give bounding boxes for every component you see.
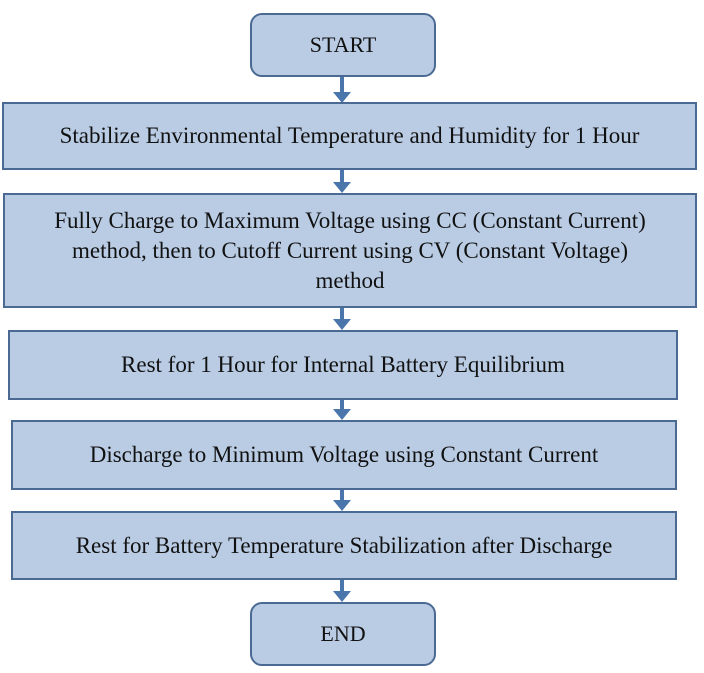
step-4-label: Discharge to Minimum Voltage using Const… [89,442,599,467]
end-label: END [320,621,366,646]
step-2-label: Fully Charge to Maximum Voltage using CC… [54,207,646,293]
arrow-down-icon [333,77,351,103]
arrow-down-icon [333,170,351,193]
step-3-label: Rest for 1 Hour for Internal Battery Equ… [121,352,565,377]
step-5-label: Rest for Battery Temperature Stabilizati… [75,532,613,558]
arrow-down-icon [333,308,351,330]
start-label: START [309,32,377,57]
step-rest-equilibrium: Rest for 1 Hour for Internal Battery Equ… [8,330,678,400]
start-node: START [250,13,436,77]
arrow-down-icon [333,400,351,420]
end-node: END [250,602,436,666]
step-full-charge: Fully Charge to Maximum Voltage using CC… [3,193,697,308]
arrow-down-icon [333,490,351,511]
step-1-label: Stabilize Environmental Temperature and … [59,123,640,148]
step-rest-temperature: Rest for Battery Temperature Stabilizati… [11,511,677,580]
step-discharge: Discharge to Minimum Voltage using Const… [11,420,677,490]
arrow-down-icon [333,580,351,602]
step-stabilize-environment: Stabilize Environmental Temperature and … [2,102,697,170]
